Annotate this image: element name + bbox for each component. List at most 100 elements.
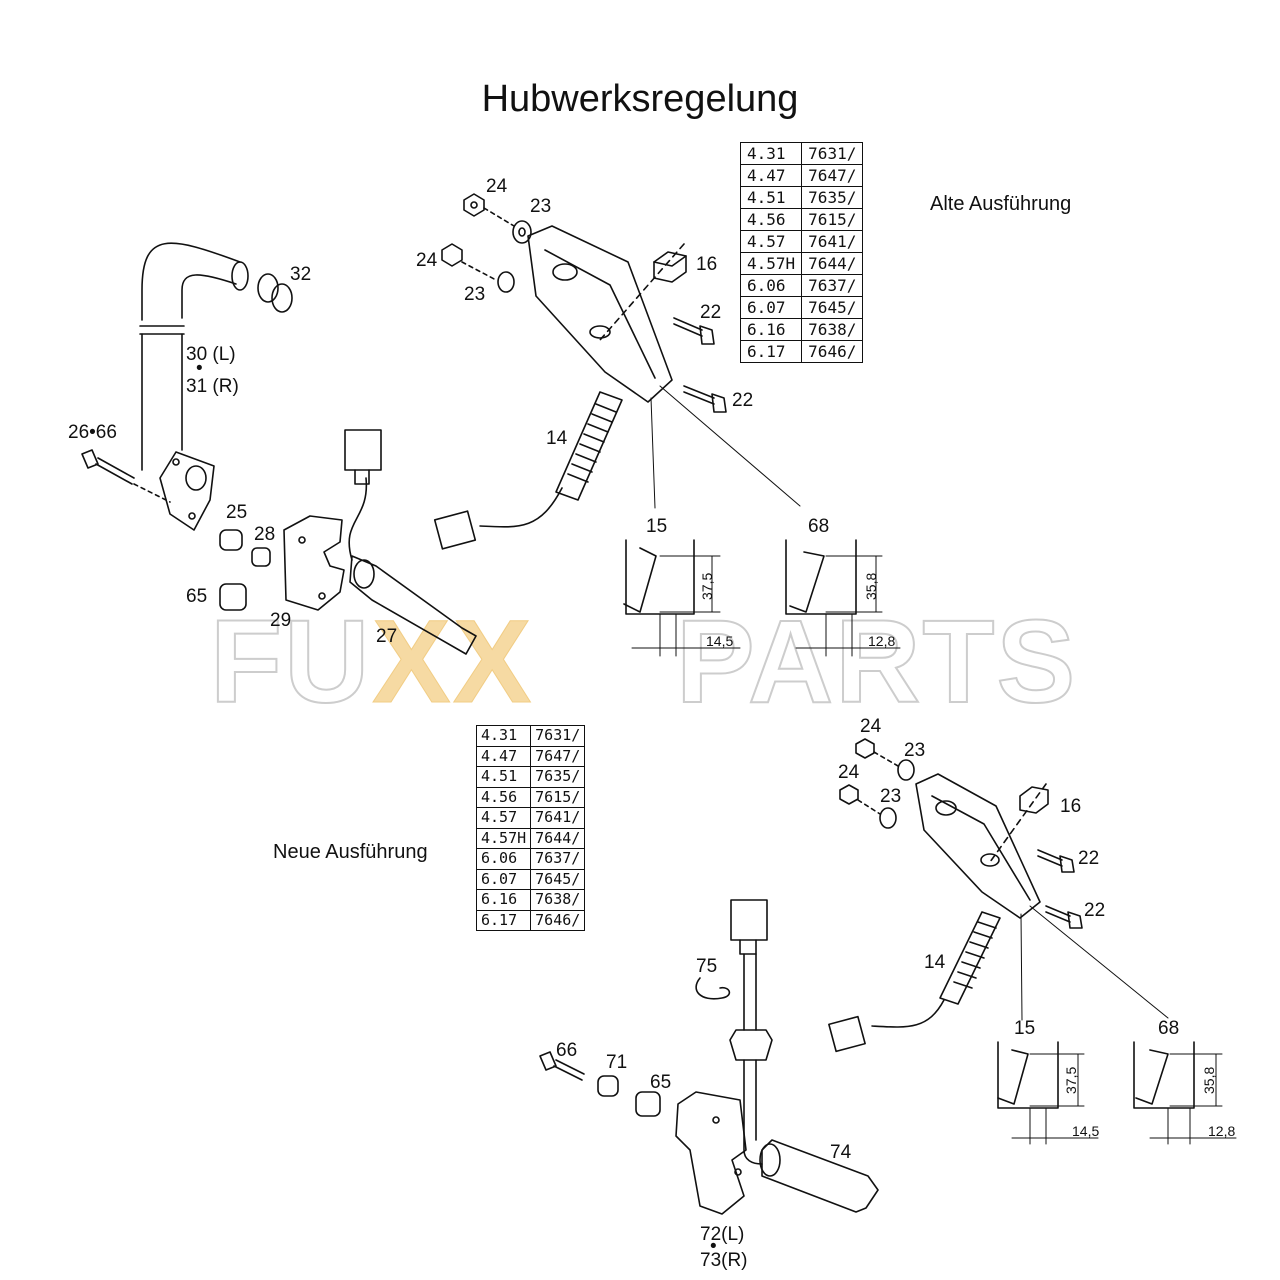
callout-14-old: 14 (546, 428, 568, 449)
sensor-74-new (759, 1139, 879, 1213)
watermark-xx: XX (372, 596, 533, 728)
callout-68-new: 68 (1158, 1018, 1179, 1039)
dim-15-width-old: 14,5 (706, 633, 733, 649)
callout-dot-old: • (196, 358, 203, 379)
bolt-22-old-b (683, 385, 727, 413)
dim-15-height-old: 37,5 (699, 573, 715, 600)
serial-cell: 7645/ (801, 296, 864, 319)
callout-65-old: 65 (186, 586, 207, 607)
callout-14-new: 14 (924, 952, 946, 973)
callout-27-old: 27 (376, 626, 397, 647)
bushing-65-new (635, 1091, 661, 1117)
bolt-22-old-a (673, 317, 715, 345)
dim-15-width-new: 14,5 (1072, 1123, 1099, 1139)
callout-66-new: 66 (556, 1040, 577, 1061)
bolt-66-new (539, 1051, 585, 1081)
detail-68-new (1133, 1041, 1237, 1145)
callout-23-old-b: 23 (464, 284, 485, 305)
bushing-25-old (219, 529, 243, 551)
callout-24-new-b: 24 (838, 762, 860, 783)
position-sensor-14-old (433, 391, 623, 550)
callout-22-new-a: 22 (1078, 848, 1099, 869)
model-cell: 6.16 (475, 889, 532, 911)
serial-cell: 7635/ (801, 186, 864, 209)
flange-plate-old (159, 451, 215, 531)
nut-24-old-b (441, 243, 463, 267)
variant-label-new: Neue Ausführung (273, 841, 428, 863)
bracket-72-73-new (675, 1091, 747, 1215)
callout-24-new-a: 24 (860, 716, 882, 737)
callout-31-old: 31 (R) (186, 376, 239, 397)
position-sensor-14-new (828, 911, 1001, 1053)
bushing-28-old (251, 547, 271, 567)
callout-29-old: 29 (270, 610, 291, 631)
model-cell: 4.31 (739, 142, 803, 165)
model-cell: 4.51 (739, 186, 803, 209)
lever-bracket-old (527, 225, 673, 403)
callouts-old: 24 23 24 23 16 22 22 32 30 (L) • 31 (R) … (68, 176, 829, 647)
serial-cell: 7644/ (530, 827, 586, 849)
sensor-27-old (344, 429, 477, 655)
callout-25-old: 25 (226, 502, 247, 523)
hex-nut-16-old (653, 251, 687, 283)
nut-24-new-b (839, 784, 859, 805)
callout-73-new: 73(R) (700, 1250, 748, 1271)
callouts-new: 24 23 24 23 16 22 22 14 15 68 75 66 71 6… (556, 716, 1179, 1271)
model-cell: 6.17 (475, 909, 532, 931)
callout-22-old-b: 22 (732, 390, 753, 411)
dim-68-height-old: 35,8 (863, 573, 879, 600)
model-cell: 6.16 (739, 318, 803, 341)
cable-clip-75 (695, 977, 731, 1000)
watermark-parts: PARTS (676, 596, 1077, 728)
serial-cell: 7646/ (530, 909, 586, 931)
serial-cell: 7638/ (530, 889, 586, 911)
dim-68-width-old: 12,8 (868, 633, 895, 649)
serial-cell: 7635/ (530, 766, 586, 788)
page-title: Hubwerksregelung (481, 78, 799, 120)
callout-24-old-b: 24 (416, 250, 438, 271)
washer-23-old-a (512, 220, 532, 244)
model-cell: 4.57H (475, 827, 532, 849)
bushing-71-new (597, 1075, 619, 1097)
dim-68-height-new: 35,8 (1201, 1067, 1217, 1094)
model-cell: 4.31 (475, 725, 532, 747)
detail-15-old (623, 539, 741, 657)
nut-24-old-a (463, 193, 485, 217)
callout-22-old-a: 22 (700, 302, 721, 323)
callout-22-new-b: 22 (1084, 900, 1105, 921)
nut-24-new-a (855, 738, 875, 759)
callout-23-new-b: 23 (880, 786, 901, 807)
model-cell: 4.57 (475, 807, 532, 829)
dim-15-height-new: 37,5 (1063, 1067, 1079, 1094)
washer-23-new-b (879, 807, 897, 829)
serial-cell: 7637/ (801, 274, 864, 297)
callout-65-new: 65 (650, 1072, 671, 1093)
pipe-30-31 (139, 242, 249, 471)
model-cell: 4.56 (739, 208, 803, 231)
callout-68-old: 68 (808, 516, 829, 537)
lever-bracket-new (915, 773, 1041, 919)
washer-23-new-a (897, 759, 915, 781)
callout-23-old-a: 23 (530, 196, 551, 217)
dimension-labels: 37,5 14,5 35,8 12,8 37,5 14,5 35,8 12,8 (699, 573, 1235, 1139)
detail-68-old (785, 539, 901, 657)
watermark-logo: FU XX PARTS (209, 595, 1077, 729)
bushing-65-old (219, 583, 247, 611)
callout-24-old-a: 24 (486, 176, 508, 197)
callout-dot-new: • (710, 1236, 717, 1257)
callout-75-new: 75 (696, 956, 717, 977)
